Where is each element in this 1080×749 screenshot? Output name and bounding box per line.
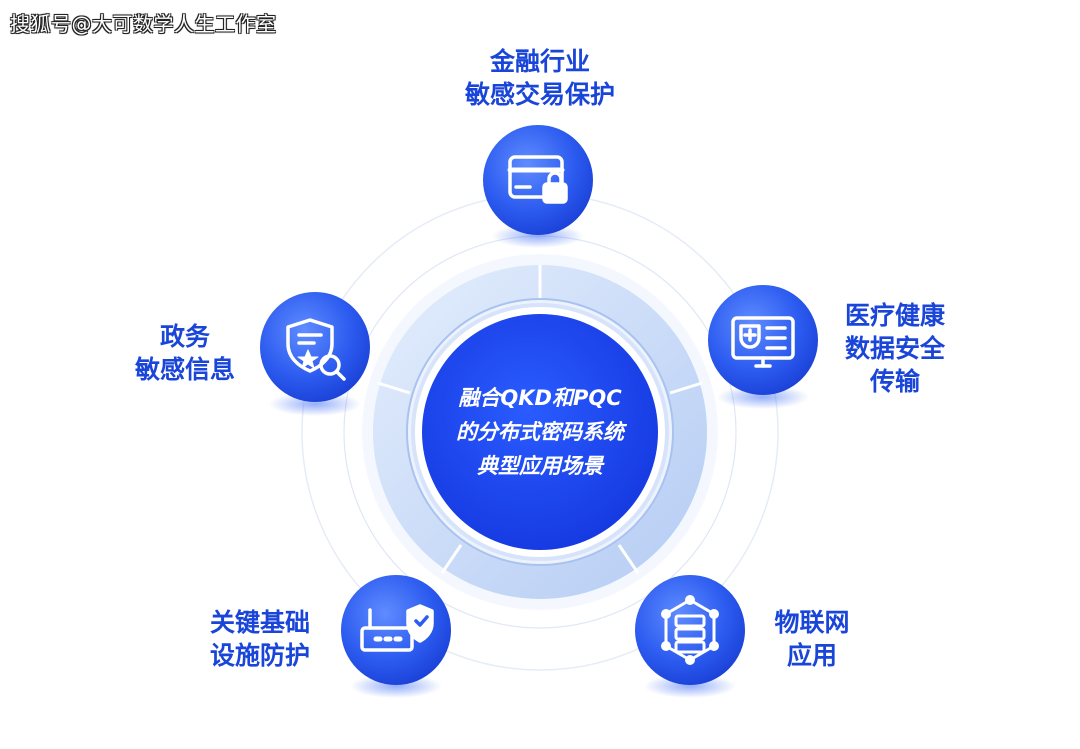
medical-monitor-icon: [731, 316, 795, 368]
label-infrastructure-line2: 设施防护: [209, 641, 310, 670]
center-title-line2: 的分布式密码系统: [456, 420, 624, 444]
card-lock-icon: [507, 155, 568, 204]
node-medical: [708, 285, 818, 395]
label-government-line2: 敏感信息: [134, 355, 235, 384]
node-shadows: [269, 224, 809, 698]
label-infrastructure-line1: 关键基础: [209, 608, 310, 637]
label-government: 政务 敏感信息: [115, 320, 255, 386]
watermark-text: 搜狐号@大可数学人生工作室: [10, 12, 277, 36]
node-iot: [635, 575, 745, 685]
label-iot-line1: 物联网: [774, 608, 850, 637]
label-finance-line1: 金融行业: [489, 47, 590, 76]
label-government-line1: 政务: [159, 322, 210, 351]
ring-segment-dividers: [377, 265, 703, 574]
label-finance-line2: 敏感交易保护: [464, 80, 615, 109]
label-finance: 金融行业 敏感交易保护: [440, 45, 640, 111]
shield-search-icon: [286, 318, 346, 381]
label-medical: 医疗健康 数据安全 传输: [830, 299, 960, 398]
node-government: [260, 292, 370, 402]
label-iot: 物联网 应用: [752, 606, 872, 672]
node-finance: [483, 125, 593, 235]
node-infrastructure: [341, 575, 451, 685]
label-infrastructure: 关键基础 设施防护: [195, 606, 325, 672]
label-medical-line1: 医疗健康: [844, 301, 945, 330]
center-title: 融合QKD和PQC 的分布式密码系统 典型应用场景: [425, 377, 655, 487]
center-title-line1: 融合QKD和PQC: [458, 386, 622, 410]
server-network-icon: [661, 595, 719, 665]
label-iot-line2: 应用: [786, 641, 837, 670]
center-inner-ring-line: [406, 298, 674, 566]
center-title-line3: 典型应用场景: [477, 454, 603, 478]
label-medical-line3: 传输: [869, 367, 920, 396]
center-disk: [422, 314, 658, 550]
router-shield-icon: [360, 604, 434, 652]
label-medical-line2: 数据安全: [844, 334, 945, 363]
